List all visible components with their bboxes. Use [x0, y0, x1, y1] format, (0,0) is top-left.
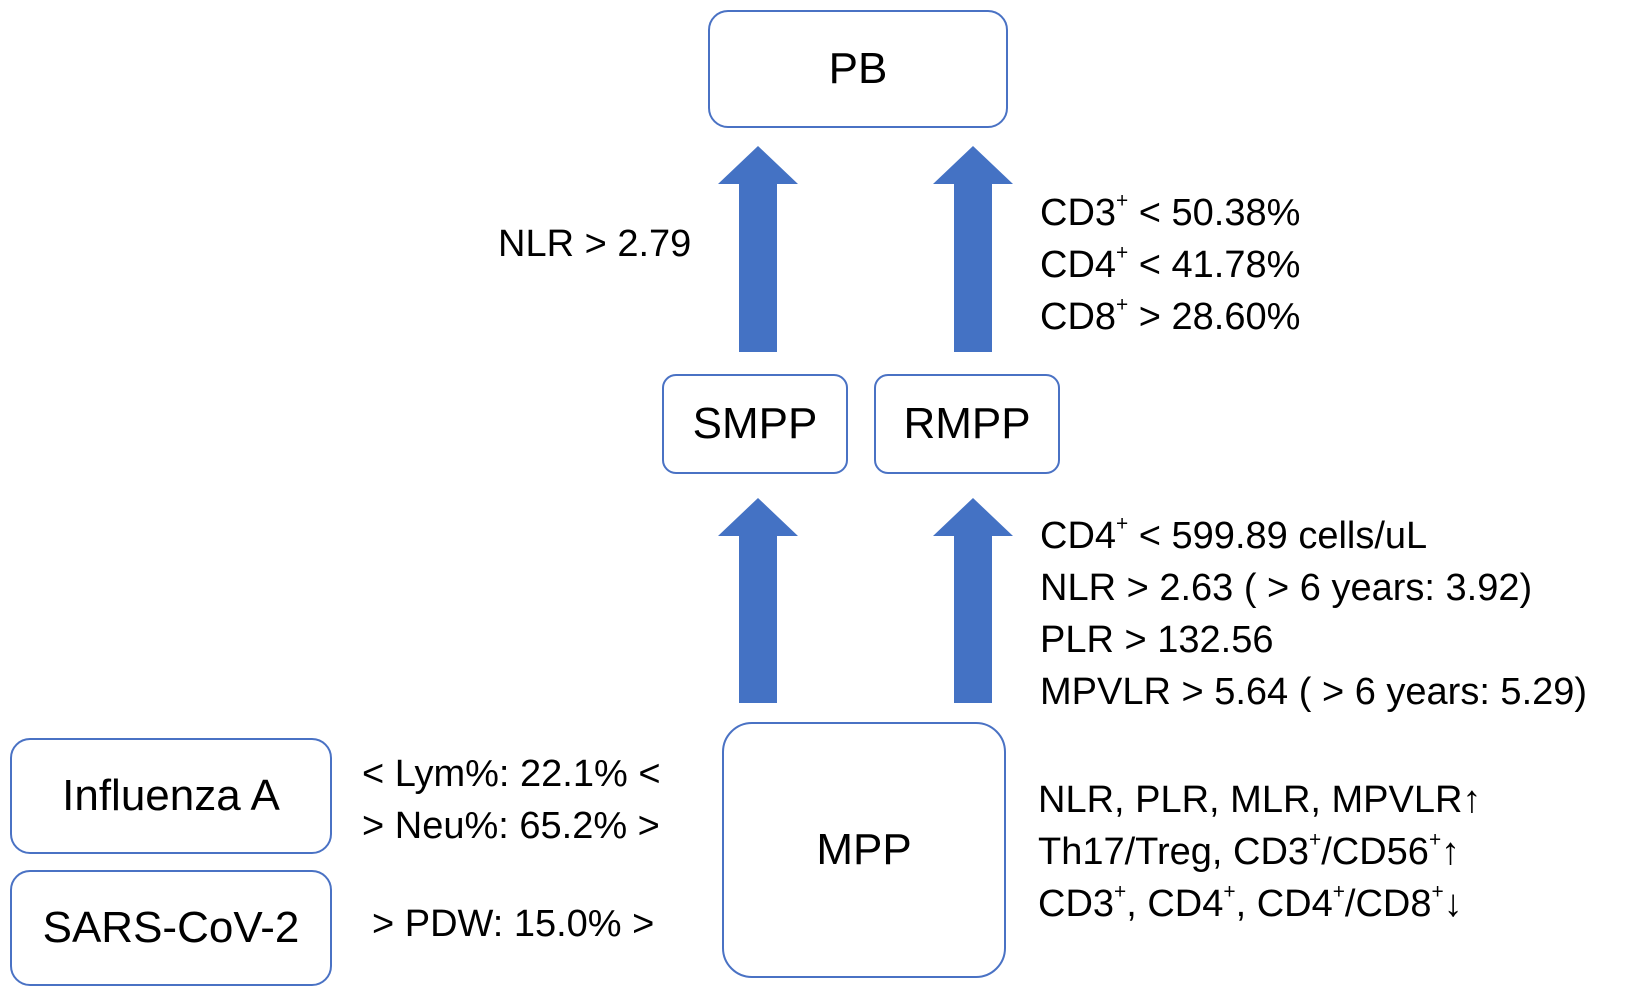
lym-threshold: < Lym%: 22.1% <	[362, 753, 661, 795]
arrow-mpp-to-smpp	[718, 498, 798, 703]
mpp-rmpp-line-1: CD4+ < 599.89 cells/uL	[1040, 512, 1428, 557]
mpp-rmpp-line-3: PLR > 132.56	[1040, 619, 1274, 661]
mpp-marker-line-2: Th17/Treg, CD3+/CD56+↑	[1038, 828, 1461, 873]
arrow-rmpp-to-pb	[933, 146, 1013, 352]
label-influenza-vs-mpp: < Lym%: 22.1% < > Neu%: 65.2% >	[362, 748, 661, 852]
node-pb: PB	[708, 10, 1008, 128]
mpp-marker-line-1: NLR, PLR, MLR, MPVLR↑	[1038, 779, 1482, 821]
label-mpp-to-rmpp: CD4+ < 599.89 cells/uL NLR > 2.63 ( > 6 …	[1040, 510, 1587, 718]
rmpp-pb-line-2: CD4+ < 41.78%	[1040, 241, 1301, 286]
label-smpp-to-pb: NLR > 2.79	[498, 223, 692, 265]
label-sars-vs-mpp: > PDW: 15.0% >	[372, 903, 655, 945]
arrow-smpp-to-pb	[718, 146, 798, 352]
node-sars-cov-2: SARS-CoV-2	[10, 870, 332, 986]
node-mpp: MPP	[722, 722, 1006, 978]
mpp-rmpp-line-4: MPVLR > 5.64 ( > 6 years: 5.29)	[1040, 671, 1588, 713]
node-influenza-a: Influenza A	[10, 738, 332, 854]
node-smpp: SMPP	[662, 374, 848, 474]
neu-threshold: > Neu%: 65.2% >	[362, 805, 660, 847]
rmpp-pb-line-3: CD8+ > 28.60%	[1040, 293, 1301, 338]
label-rmpp-to-pb: CD3+ < 50.38% CD4+ < 41.78% CD8+ > 28.60…	[1040, 187, 1300, 343]
mpp-marker-line-3: CD3+, CD4+, CD4+/CD8+↓	[1038, 880, 1463, 925]
mpp-rmpp-line-2: NLR > 2.63 ( > 6 years: 3.92)	[1040, 567, 1533, 609]
node-rmpp: RMPP	[874, 374, 1060, 474]
arrow-mpp-to-rmpp	[933, 498, 1013, 703]
rmpp-pb-line-1: CD3+ < 50.38%	[1040, 189, 1301, 234]
label-mpp-markers: NLR, PLR, MLR, MPVLR↑ Th17/Treg, CD3+/CD…	[1038, 774, 1481, 930]
